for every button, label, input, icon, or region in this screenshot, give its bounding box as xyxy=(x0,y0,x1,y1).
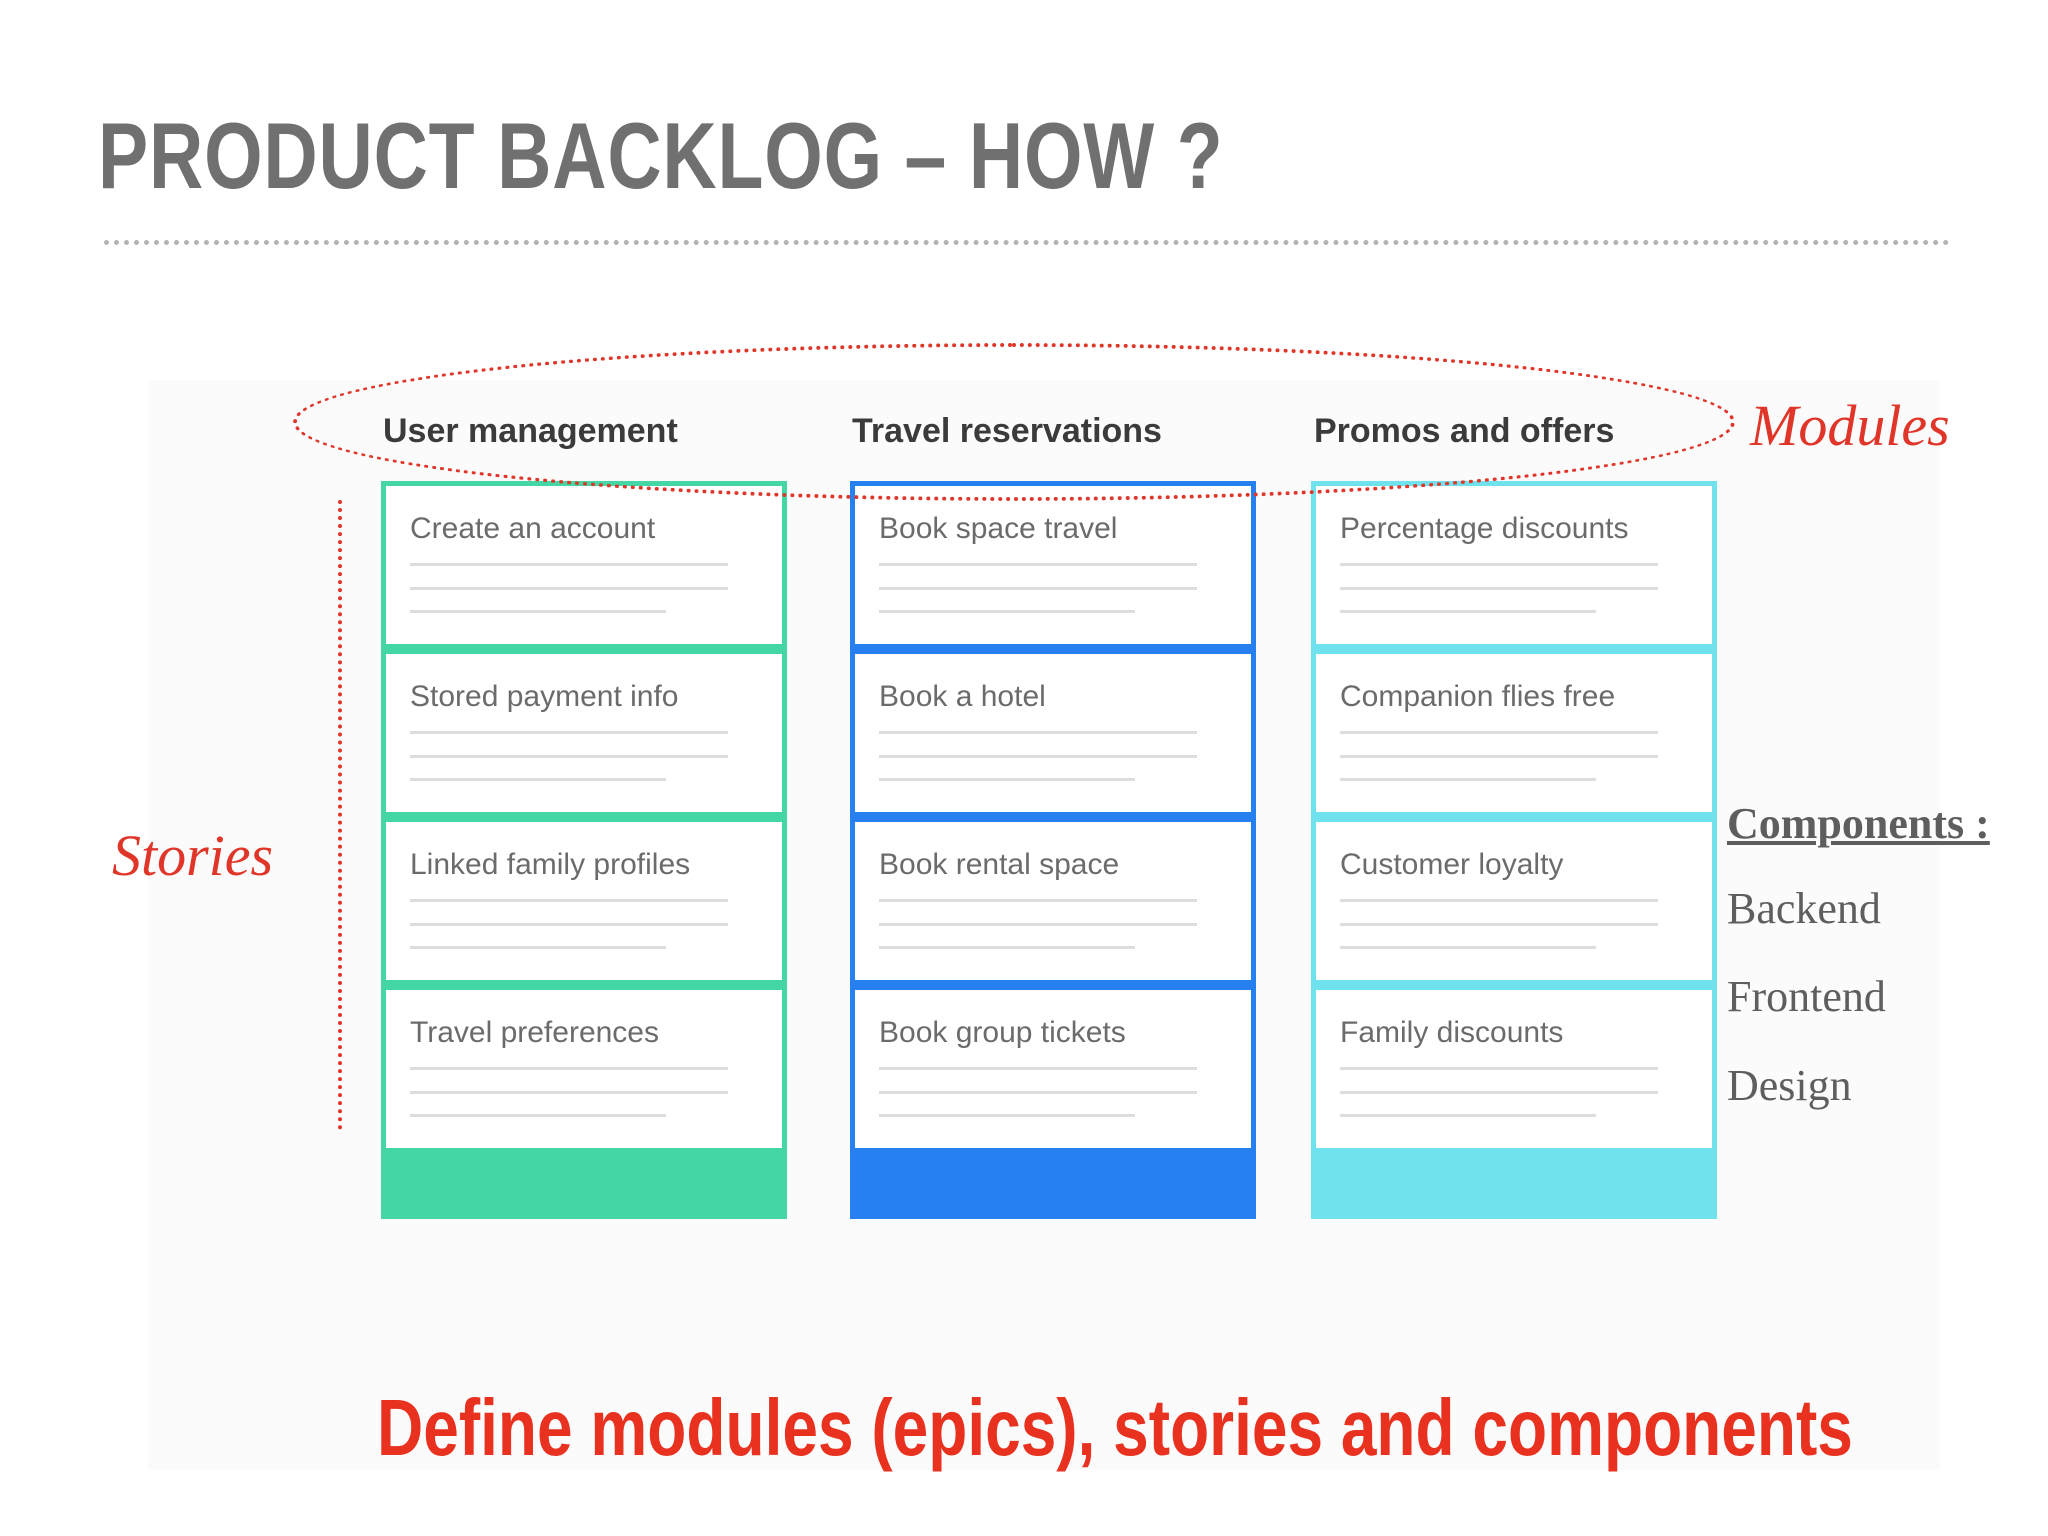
story-card-label: Book space travel xyxy=(879,512,1118,545)
story-card-label: Travel preferences xyxy=(410,1016,659,1049)
story-placeholder-line xyxy=(410,946,666,949)
story-placeholder-line xyxy=(410,1114,666,1117)
components-title: Components : xyxy=(1727,799,1990,848)
story-placeholder-line xyxy=(1340,1114,1596,1117)
story-placeholder-line xyxy=(879,610,1135,613)
story-placeholder-line xyxy=(1340,563,1658,566)
story-placeholder-line xyxy=(879,1114,1135,1117)
story-card: Create an account xyxy=(381,481,787,649)
component-design: Design xyxy=(1727,1061,1852,1110)
story-placeholder-line xyxy=(1340,1067,1658,1070)
story-placeholder-line xyxy=(410,563,728,566)
story-placeholder-line xyxy=(410,778,666,781)
story-placeholder-line xyxy=(879,778,1135,781)
story-card-label: Book a hotel xyxy=(879,680,1046,713)
story-placeholder-line xyxy=(879,587,1197,590)
story-card-label: Book group tickets xyxy=(879,1016,1126,1049)
story-card: Family discounts xyxy=(1311,985,1717,1153)
story-placeholder-line xyxy=(1340,755,1658,758)
modules-highlight-ellipse xyxy=(293,343,1735,501)
component-frontend: Frontend xyxy=(1727,972,1886,1021)
story-card: Book group tickets xyxy=(850,985,1256,1153)
stories-bracket-line xyxy=(338,500,342,1130)
story-card-label: Book rental space xyxy=(879,848,1120,881)
story-card-label: Stored payment info xyxy=(410,680,679,713)
story-placeholder-line xyxy=(410,755,728,758)
story-placeholder-line xyxy=(1340,610,1596,613)
story-placeholder-line xyxy=(879,563,1197,566)
story-placeholder-line xyxy=(879,923,1197,926)
story-card-label: Family discounts xyxy=(1340,1016,1564,1049)
story-placeholder-line xyxy=(879,946,1135,949)
stories-label: Stories xyxy=(112,823,274,888)
column-footer-bar xyxy=(850,1153,1256,1219)
story-placeholder-line xyxy=(879,755,1197,758)
modules-label: Modules xyxy=(1750,393,1950,458)
story-placeholder-line xyxy=(1340,946,1596,949)
story-placeholder-line xyxy=(1340,778,1596,781)
story-placeholder-line xyxy=(410,587,728,590)
story-card: Linked family profiles xyxy=(381,817,787,985)
story-placeholder-line xyxy=(879,731,1197,734)
story-placeholder-line xyxy=(410,731,728,734)
story-card-label: Customer loyalty xyxy=(1340,848,1564,881)
story-placeholder-line xyxy=(410,1067,728,1070)
column-footer-bar xyxy=(381,1153,787,1219)
story-placeholder-line xyxy=(410,923,728,926)
story-placeholder-line xyxy=(1340,731,1658,734)
story-card: Book space travel xyxy=(850,481,1256,649)
slide-title: PRODUCT BACKLOG – HOW ? xyxy=(98,103,1224,208)
story-card: Customer loyalty xyxy=(1311,817,1717,985)
story-placeholder-line xyxy=(879,899,1197,902)
story-card: Companion flies free xyxy=(1311,649,1717,817)
component-backend: Backend xyxy=(1727,884,1881,933)
story-placeholder-line xyxy=(410,899,728,902)
story-card-label: Linked family profiles xyxy=(410,848,691,881)
story-card: Percentage discounts xyxy=(1311,481,1717,649)
story-placeholder-line xyxy=(1340,587,1658,590)
story-placeholder-line xyxy=(879,1067,1197,1070)
slide-caption: Define modules (epics), stories and comp… xyxy=(377,1383,1853,1472)
story-placeholder-line xyxy=(1340,923,1658,926)
story-card: Book a hotel xyxy=(850,649,1256,817)
title-divider xyxy=(104,240,1950,245)
story-card: Book rental space xyxy=(850,817,1256,985)
story-placeholder-line xyxy=(879,1091,1197,1094)
story-placeholder-line xyxy=(410,610,666,613)
story-card-label: Companion flies free xyxy=(1340,680,1616,713)
story-placeholder-line xyxy=(1340,899,1658,902)
story-placeholder-line xyxy=(410,1091,728,1094)
story-card-label: Create an account xyxy=(410,512,656,545)
story-card: Travel preferences xyxy=(381,985,787,1153)
story-card: Stored payment info xyxy=(381,649,787,817)
story-placeholder-line xyxy=(1340,1091,1658,1094)
column-footer-bar xyxy=(1311,1153,1717,1219)
story-card-label: Percentage discounts xyxy=(1340,512,1629,545)
